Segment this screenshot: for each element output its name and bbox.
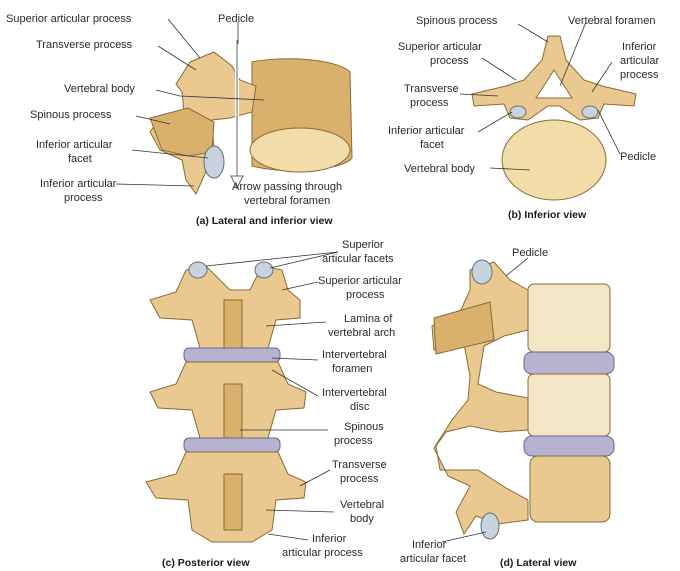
caption-panel-c: (c) Posterior view bbox=[162, 557, 250, 569]
panel-c-superior-facet-right bbox=[255, 262, 273, 278]
panel-a-inferior-facet bbox=[204, 146, 224, 178]
panel-b-facet-right bbox=[582, 106, 598, 118]
label-transverse-process: Transverse process bbox=[36, 39, 133, 51]
panel-c-spinous-3 bbox=[224, 474, 242, 530]
label-spinous-process: Spinous process bbox=[416, 15, 498, 27]
panel-c-posterior-view: Superior articular facets Superior artic… bbox=[146, 239, 402, 569]
panel-c-vertebra-2 bbox=[150, 362, 306, 440]
panel-d-lateral-view: Pedicle Inferior articular facet (d) Lat… bbox=[400, 247, 614, 569]
panel-d-disc-1 bbox=[524, 352, 614, 374]
label-spinous-process-2: process bbox=[334, 435, 373, 447]
label-transverse-process-2: process bbox=[340, 473, 379, 485]
leader bbox=[506, 258, 528, 276]
panel-d-posterior-elements bbox=[432, 262, 528, 534]
leader bbox=[282, 282, 318, 290]
panel-c-spinous-1 bbox=[224, 300, 242, 352]
panel-c-spinous-2 bbox=[224, 384, 242, 440]
label-transverse-process-2: process bbox=[410, 97, 449, 109]
label-inferior-articular-facet: Inferior bbox=[412, 539, 447, 551]
panel-c-superior-facet-left bbox=[189, 262, 207, 278]
label-pedicle: Pedicle bbox=[512, 247, 548, 259]
leader bbox=[206, 252, 338, 266]
label-superior-articular-process-2: process bbox=[346, 289, 385, 301]
label-inferior-articular-process: Inferior articular bbox=[40, 178, 117, 190]
panel-b-vertebral-body bbox=[502, 120, 606, 200]
panel-a-lateral-inferior-view: Superior articular process Pedicle Trans… bbox=[6, 13, 352, 227]
leader bbox=[478, 112, 512, 132]
label-lamina-2: vertebral arch bbox=[328, 327, 395, 339]
leader bbox=[116, 184, 194, 186]
label-superior-articular-process: Superior articular bbox=[398, 41, 482, 53]
label-spinous-process: Spinous process bbox=[30, 109, 112, 121]
label-inferior-articular-process-2: articular bbox=[620, 55, 659, 67]
label-inferior-articular-facet-2: articular facet bbox=[400, 553, 466, 565]
panel-c-disc-1 bbox=[184, 348, 280, 362]
panel-b-facet-left bbox=[510, 106, 526, 118]
panel-d-spinous-1 bbox=[434, 302, 494, 354]
panel-d-disc-2 bbox=[524, 436, 614, 456]
leader bbox=[482, 58, 516, 80]
label-superior-articular-facets-2: articular facets bbox=[322, 253, 394, 265]
label-inferior-articular-process: Inferior bbox=[312, 533, 347, 545]
label-intervertebral-disc: Intervertebral bbox=[322, 387, 387, 399]
label-pedicle: Pedicle bbox=[620, 151, 656, 163]
panel-d-inferior-facet bbox=[481, 513, 499, 539]
panel-c-vertebra-3 bbox=[146, 452, 306, 542]
label-transverse-process: Transverse bbox=[404, 83, 459, 95]
label-lamina: Lamina of bbox=[344, 313, 393, 325]
label-inferior-articular-facet-2: facet bbox=[420, 139, 444, 151]
panel-c-disc-2 bbox=[184, 438, 280, 452]
label-vertebral-foramen: Vertebral foramen bbox=[568, 15, 655, 27]
leader bbox=[268, 534, 308, 540]
label-superior-articular-process: Superior articular process bbox=[6, 13, 132, 25]
leader bbox=[266, 510, 334, 512]
label-vertebral-body-2: body bbox=[350, 513, 374, 525]
label-inferior-articular-process: Inferior bbox=[622, 41, 657, 53]
panel-d-body-2 bbox=[528, 374, 610, 436]
caption-panel-b: (b) Inferior view bbox=[508, 209, 587, 221]
leader bbox=[518, 24, 548, 42]
panel-a-body-inferior-face bbox=[250, 128, 350, 172]
leader bbox=[168, 19, 200, 58]
label-transverse-process: Transverse bbox=[332, 459, 387, 471]
panel-d-body-3 bbox=[530, 456, 610, 522]
panel-c-vertebra-1 bbox=[150, 262, 300, 352]
label-vertebral-body: Vertebral body bbox=[64, 83, 135, 95]
label-arrow-passing: Arrow passing through bbox=[232, 181, 342, 193]
panel-d-body-1 bbox=[528, 284, 610, 352]
label-inferior-articular-process-3: process bbox=[620, 69, 659, 81]
label-intervertebral-foramen: Intervertebral bbox=[322, 349, 387, 361]
label-inferior-articular-facet-2: facet bbox=[68, 153, 92, 165]
label-superior-articular-facets: Superior bbox=[342, 239, 384, 251]
label-vertebral-body: Vertebral body bbox=[404, 163, 475, 175]
caption-panel-a: (a) Lateral and inferior view bbox=[196, 215, 333, 227]
label-superior-articular-process-2: process bbox=[430, 55, 469, 67]
label-superior-articular-process: Superior articular bbox=[318, 275, 402, 287]
leader bbox=[158, 46, 196, 70]
caption-panel-d: (d) Lateral view bbox=[500, 557, 577, 569]
label-inferior-articular-facet: Inferior articular bbox=[388, 125, 465, 137]
label-spinous-process: Spinous bbox=[344, 421, 384, 433]
label-inferior-articular-process-2: articular process bbox=[282, 547, 363, 559]
label-pedicle: Pedicle bbox=[218, 13, 254, 25]
leader bbox=[300, 470, 330, 486]
label-intervertebral-disc-2: disc bbox=[350, 401, 370, 413]
label-inferior-articular-process-2: process bbox=[64, 192, 103, 204]
label-intervertebral-foramen-2: foramen bbox=[332, 363, 372, 375]
label-vertebral-foramen-arrow: vertebral foramen bbox=[244, 195, 330, 207]
panel-d-superior-facet bbox=[472, 260, 492, 284]
label-vertebral-body: Vertebral bbox=[340, 499, 384, 511]
panel-b-inferior-view: Spinous process Vertebral foramen Superi… bbox=[388, 15, 659, 221]
label-inferior-articular-facet: Inferior articular bbox=[36, 139, 113, 151]
